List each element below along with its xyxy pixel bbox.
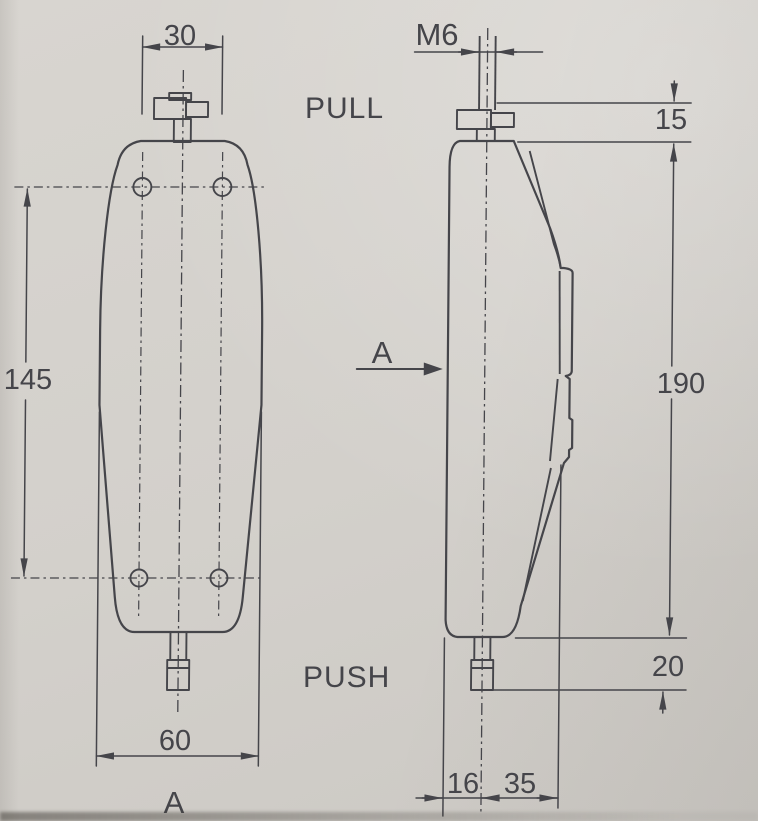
ext-line — [557, 464, 562, 809]
dim-line-145-upper — [23, 188, 31, 363]
display-panel-edge — [558, 270, 561, 375]
ext-line — [257, 411, 263, 767]
right-hole-centerline — [218, 152, 224, 618]
dim-20-label: 20 — [652, 651, 684, 683]
mounting-hole — [212, 177, 233, 197]
wing-knob-knurled — [153, 97, 188, 120]
dim-m6-label: M6 — [415, 17, 458, 52]
wing-knob-boss — [185, 101, 210, 118]
dim-15-label: 15 — [655, 104, 687, 136]
threaded-rod — [478, 36, 481, 110]
dim-line-145-lower — [20, 399, 28, 577]
knob-stud — [172, 118, 192, 143]
lower-panel-edge — [549, 378, 559, 462]
annotations: 30 M6 PULL 15 145 A 190 PUSH 20 60 16 35… — [4, 17, 705, 820]
side-centerline — [480, 28, 489, 814]
section-view-label: A — [164, 785, 185, 820]
shaft-tip-side — [470, 659, 495, 691]
back-bevel-edge — [528, 150, 562, 269]
dim-35-label: 35 — [504, 768, 536, 800]
dim-16-label: 16 — [447, 768, 479, 800]
push-label: PUSH — [303, 661, 390, 694]
mounting-hole — [129, 568, 149, 588]
ext-line — [95, 411, 101, 767]
lower-bevel-edge — [521, 467, 552, 602]
front-view — [10, 70, 266, 712]
left-hole-centerline — [138, 152, 144, 618]
threaded-rod — [494, 36, 497, 110]
wing-knob-boss-side — [489, 112, 515, 128]
dim-190-label: 190 — [657, 368, 705, 400]
dim-60-label: 60 — [159, 725, 191, 757]
ext-line — [442, 637, 446, 817]
front-body-outline — [98, 139, 264, 634]
dim-145-label: 145 — [4, 364, 52, 396]
wing-knob-side — [455, 109, 492, 130]
knob-collar-side — [475, 128, 496, 142]
shaft-tip — [166, 659, 191, 691]
section-arrow-head — [423, 362, 443, 376]
mounting-hole — [209, 568, 229, 588]
dim-line-190-upper — [669, 143, 678, 367]
dim-line-190-lower — [665, 398, 674, 636]
front-centerline — [177, 70, 185, 712]
section-arrow-label: A — [372, 335, 393, 370]
wing-knob-step — [168, 92, 193, 101]
dim-30-label: 30 — [164, 20, 196, 52]
pull-label: PULL — [305, 92, 384, 125]
side-body-outline — [444, 139, 574, 639]
dimension-lines — [20, 35, 692, 817]
side-view — [444, 28, 574, 814]
mounting-hole — [132, 177, 153, 197]
